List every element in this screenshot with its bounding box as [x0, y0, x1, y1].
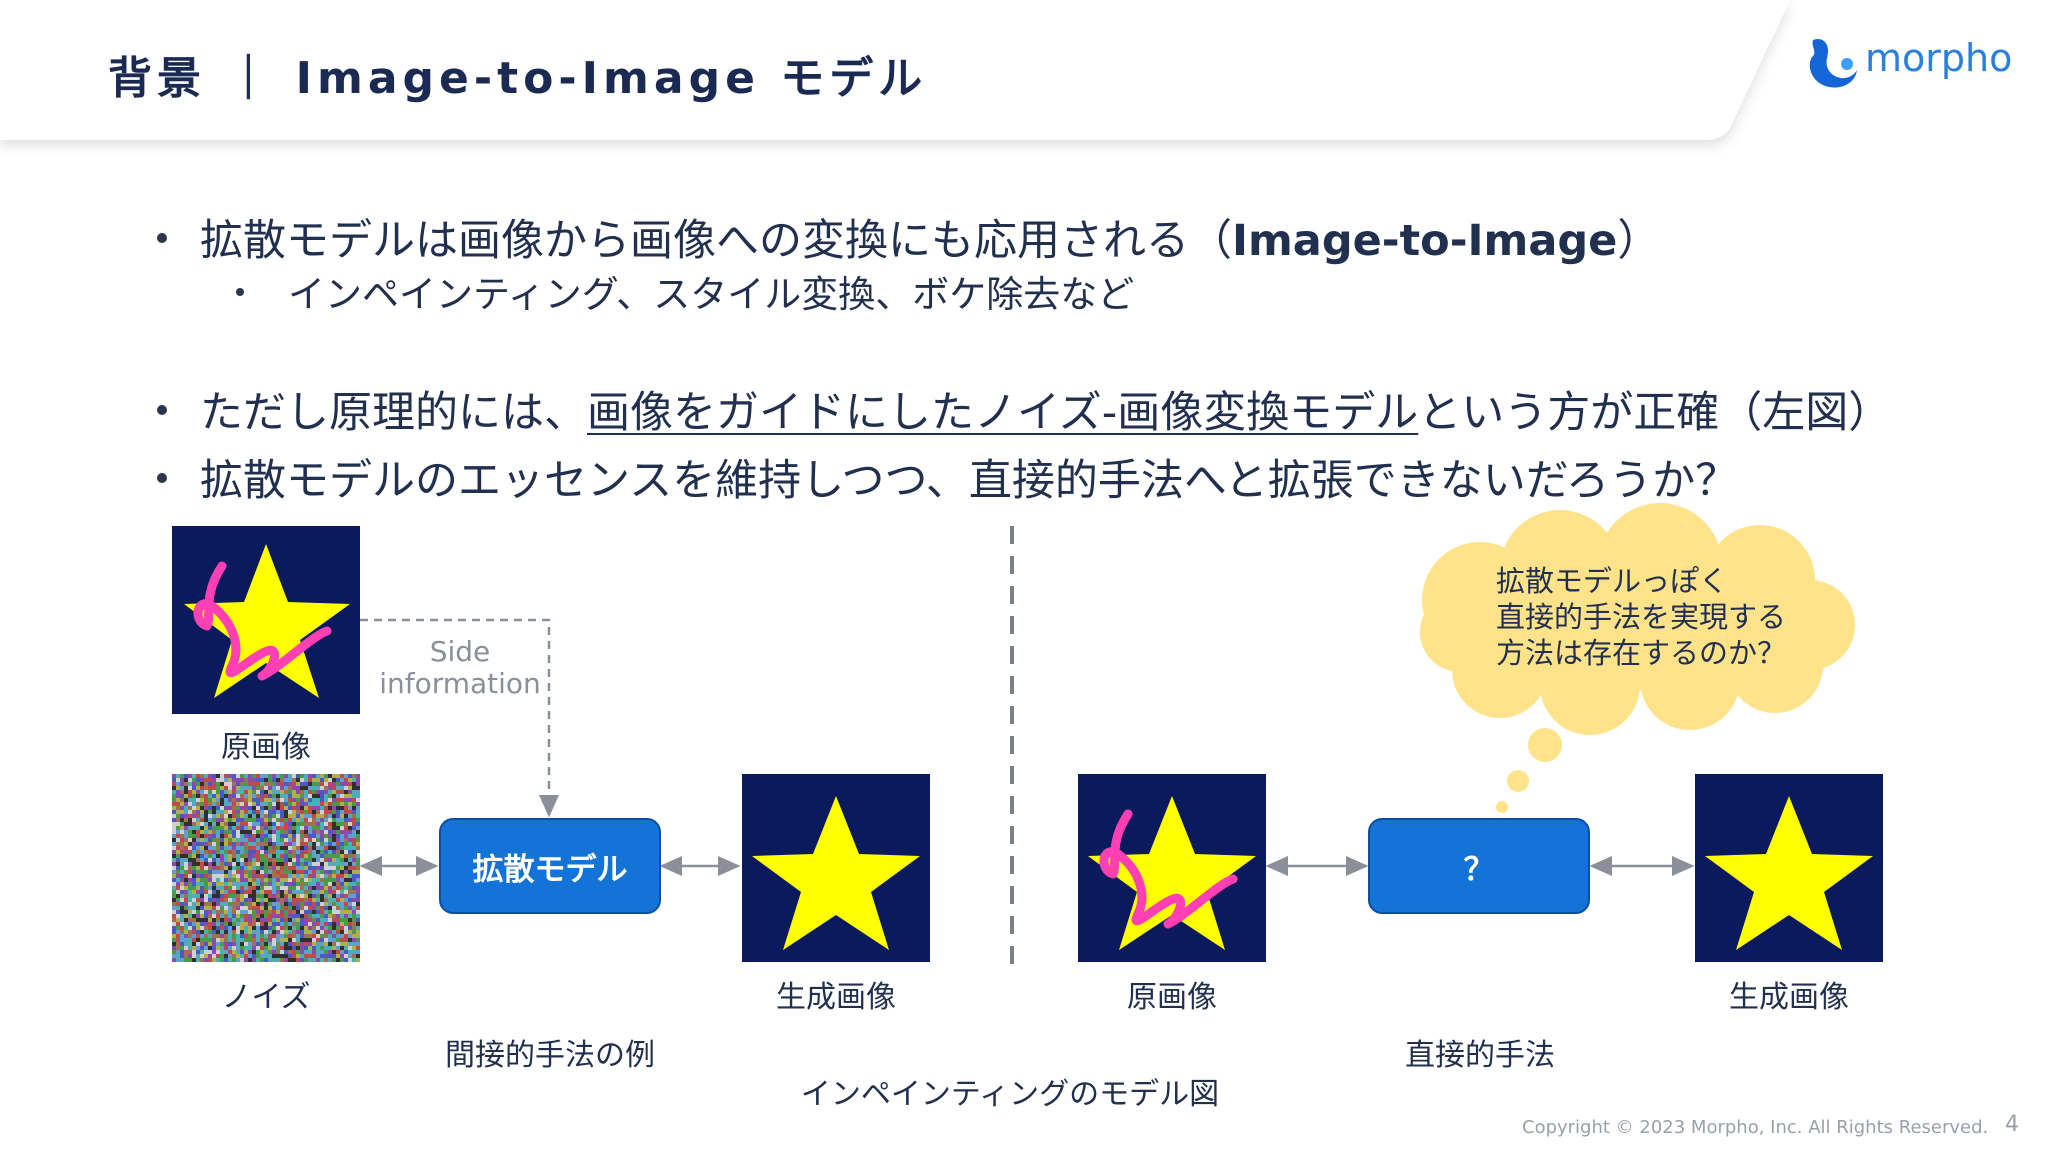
bullet-1-bold: Image-to-Image [1232, 216, 1618, 266]
original-image-right [1078, 774, 1266, 962]
figure-caption: インペインティングのモデル図 [800, 1077, 1220, 1112]
thought-line-2: 直接的手法を実現する [1496, 600, 1787, 634]
output-image-left [742, 774, 930, 962]
side-info-line-1: Side [429, 635, 491, 668]
morpho-logo-text: morpho [1865, 36, 2013, 80]
direct-method-caption: 直接的手法 [1405, 1038, 1555, 1073]
side-info-connector [360, 618, 559, 818]
original-caption-right: 原画像 [1127, 980, 1217, 1015]
page-title: 背景 ｜ Image-to-Image モデル [108, 53, 928, 104]
thought-cloud [1420, 503, 1855, 813]
bullet-3: 拡散モデルのエッセンスを維持しつつ、直接的手法へと拡張できないだろうか？ [200, 456, 1739, 506]
bullet-2-post: という方が正確（左図） [1418, 388, 1892, 438]
bullet-1-sub: インペインティング、スタイル変換、ボケ除去など [288, 273, 1135, 316]
bullet-dot [157, 473, 167, 483]
copyright-text: Copyright © 2023 Morpho, Inc. All Rights… [1522, 1117, 1989, 1138]
side-info-line-2: information [379, 667, 541, 700]
morpho-logo-icon [1809, 38, 1857, 88]
indirect-method-caption: 間接的手法の例 [445, 1038, 655, 1073]
bullet-dot [157, 405, 167, 415]
bullet-2-pre: ただし原理的には、 [200, 388, 587, 438]
bullet-2: ただし原理的には、画像をガイドにしたノイズ-画像変換モデルという方が正確（左図） [200, 378, 1891, 440]
thought-line-1: 拡散モデルっぽく [1496, 564, 1729, 598]
bullet-1-end: ） [1617, 216, 1661, 266]
noise-caption: ノイズ [221, 980, 311, 1015]
page-number: 4 [2005, 1112, 2019, 1137]
side-info-label: Side information [370, 636, 550, 700]
bullet-1: 拡散モデルは画像から画像への変換にも応用される（Image-to-Image） [200, 206, 1660, 268]
sub-bullet-dot [236, 288, 244, 296]
bullet-1-text: 拡散モデルは画像から画像への変換にも応用される（ [200, 216, 1232, 266]
output-image-right [1695, 774, 1883, 962]
thought-text: 拡散モデルっぽく 直接的手法を実現する 方法は存在するのか？ [1496, 563, 1786, 671]
original-caption-left: 原画像 [221, 730, 311, 765]
unknown-model-box: ？ [1368, 818, 1590, 914]
output-caption-left: 生成画像 [776, 980, 896, 1015]
diffusion-model-box: 拡散モデル [439, 818, 661, 914]
bullet-2-underlined: 画像をガイドにしたノイズ-画像変換モデル [587, 388, 1419, 438]
header-band [0, 0, 1790, 140]
bullet-dot [157, 233, 167, 243]
original-image-left [172, 526, 360, 714]
noise-image [172, 774, 360, 962]
output-caption-right: 生成画像 [1729, 980, 1849, 1015]
thought-line-3: 方法は存在するのか？ [1496, 636, 1787, 670]
